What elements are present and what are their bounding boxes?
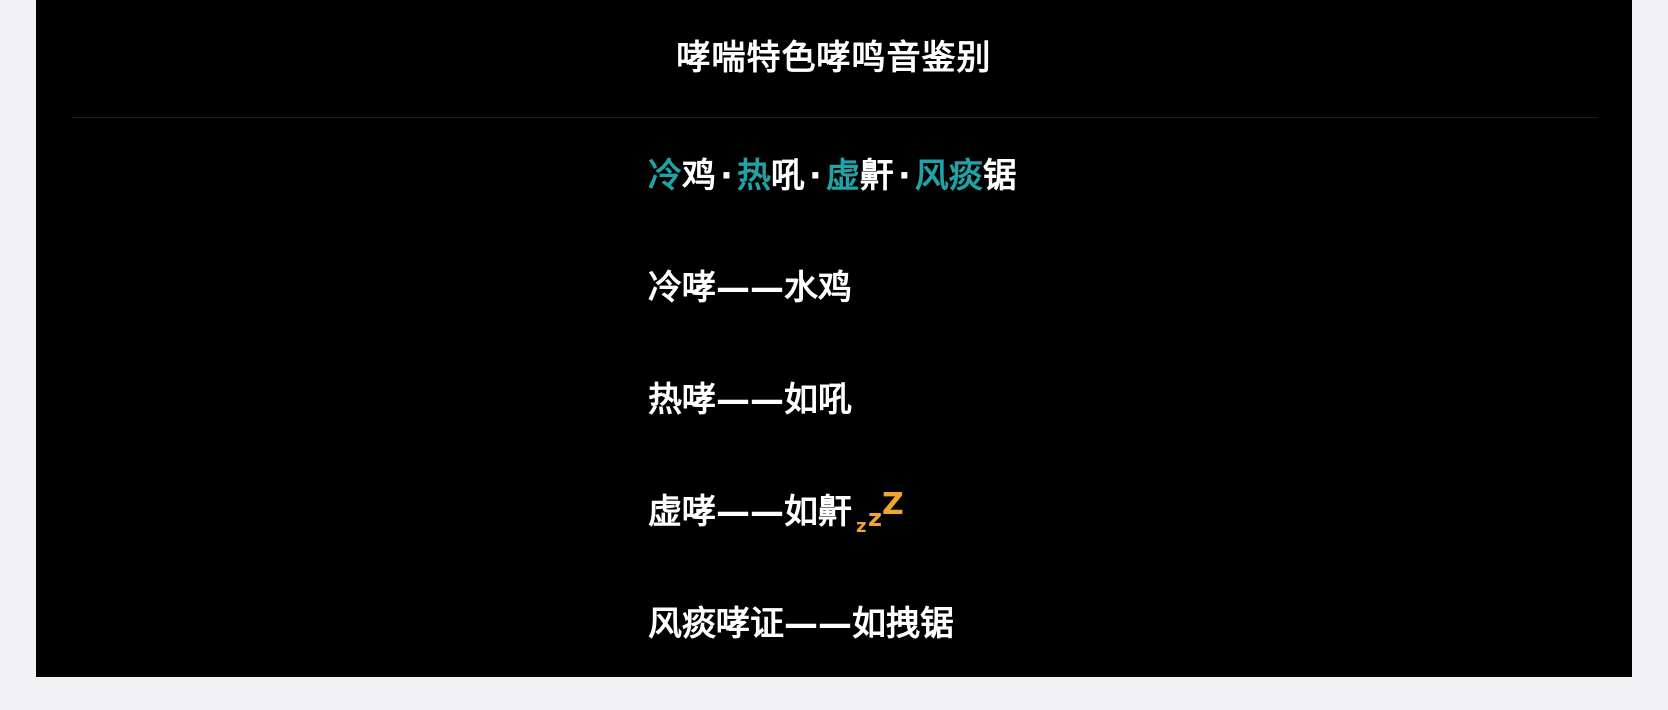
mnemonic-key-1: 冷	[648, 156, 682, 196]
heat-wheeze-line: 热哮——如吼	[648, 380, 852, 420]
mnemonic-sound-2: 吼	[770, 156, 805, 196]
mnemonic-sound-3: 鼾	[859, 156, 894, 196]
main-panel: 哮喘特色哮鸣音鉴别 冷鸡·热吼·虚鼾·风痰锯 冷哮——水鸡 热哮——如吼 虚哮—…	[36, 0, 1632, 677]
mnemonic-key-3: 虚	[825, 156, 860, 196]
mnemonic-line: 冷鸡·热吼·虚鼾·风痰锯	[648, 150, 1017, 262]
mnemonic-key-2: 热	[736, 156, 771, 196]
title-divider	[72, 117, 1598, 118]
separator-dot: ·	[808, 156, 822, 196]
mnemonic-key-4: 风痰	[914, 156, 983, 196]
mnemonic-sound-1: 鸡	[682, 156, 716, 196]
cold-wheeze-line: 冷哮——水鸡	[648, 268, 852, 308]
wind-phlegm-wheeze-line: 风痰哮证——如拽锯	[648, 604, 954, 644]
separator-dot: ·	[897, 156, 911, 196]
separator-dot: ·	[720, 156, 733, 196]
page-title: 哮喘特色哮鸣音鉴别	[676, 38, 992, 78]
deficiency-wheeze-text: 虚哮——如鼾	[648, 492, 852, 532]
mnemonic-sound-4: 锯	[982, 156, 1017, 196]
